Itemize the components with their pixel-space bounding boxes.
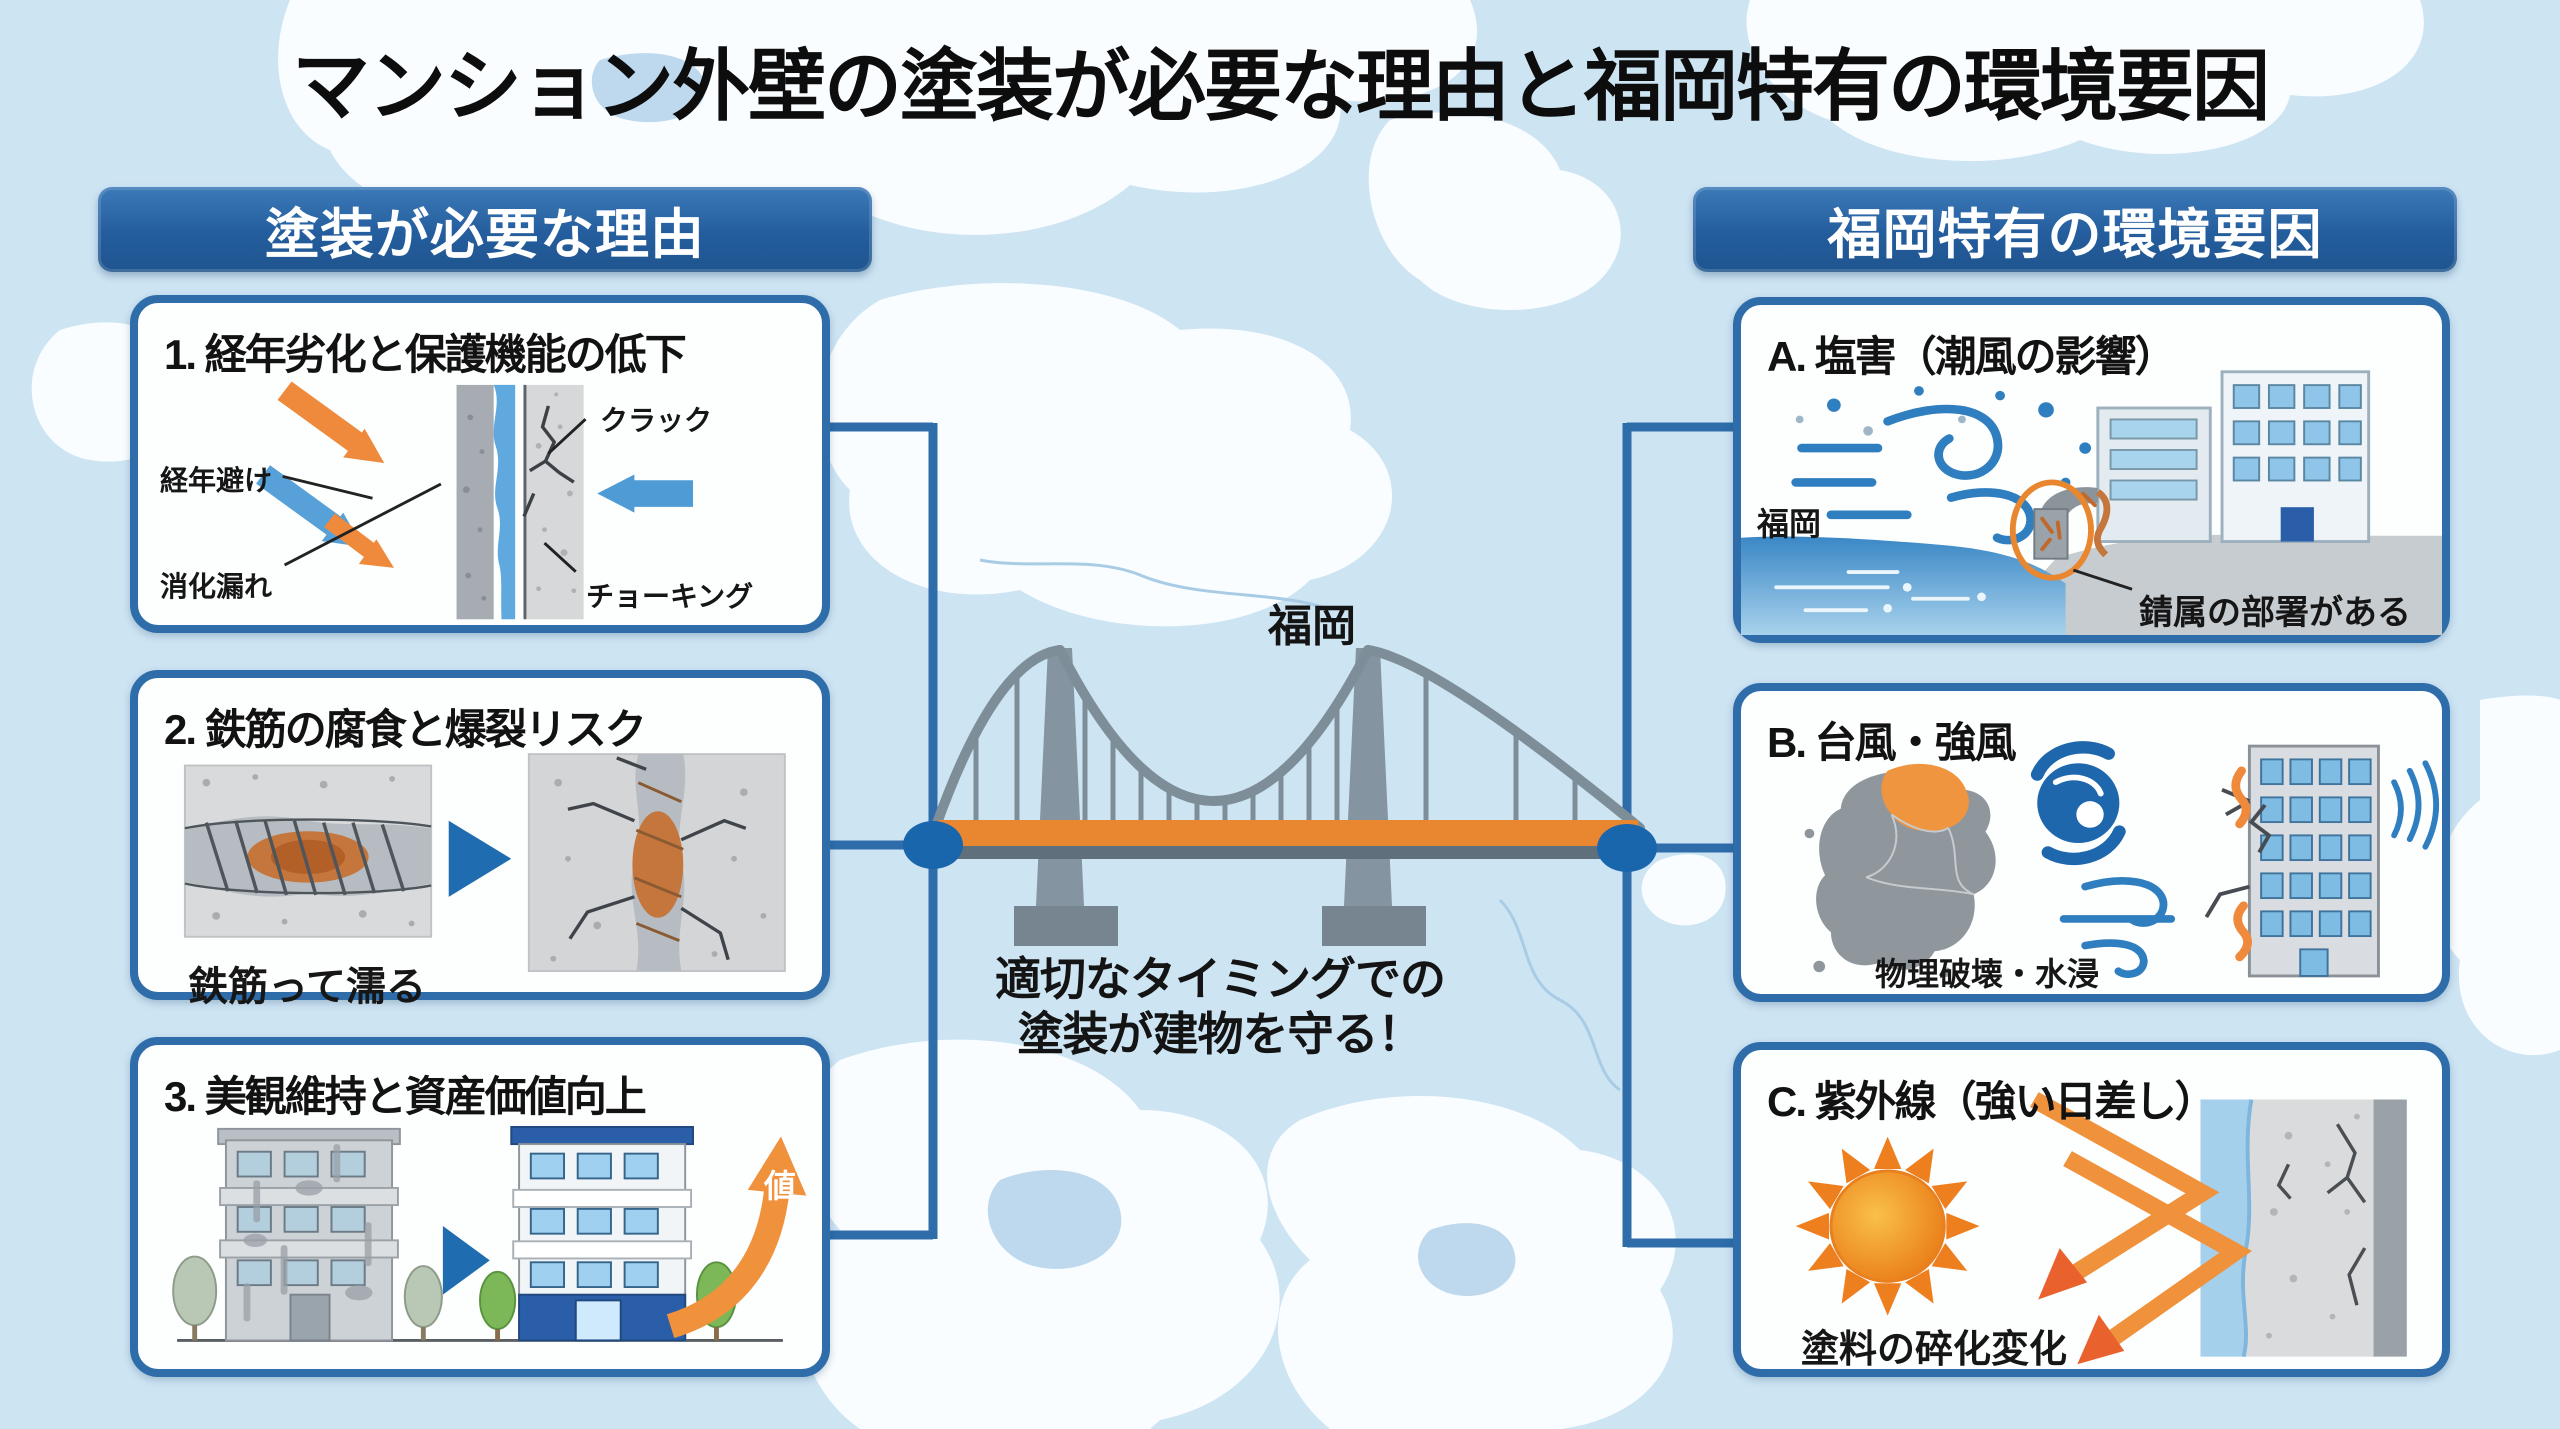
rebar-corrosion-illustration	[183, 753, 786, 973]
burst-crack-lines	[567, 756, 747, 961]
box1-label-aging: 経年避け	[160, 465, 273, 496]
center-message: 適切なタイミングでの 塗装が建物を守る！	[900, 952, 1540, 1062]
boxC-title: C. 紫外線（強い日差し）	[1767, 1078, 2217, 1125]
typhoon-illustration	[1804, 741, 2440, 978]
reason-box-3-value: 3. 美観維持と資産価値向上	[130, 1037, 830, 1377]
sun-icon	[1795, 1136, 1980, 1316]
bridge-hangers	[973, 674, 1578, 822]
wind-lines-icon	[2059, 877, 2176, 978]
box2-title: 2. 鉄筋の腐食と爆裂リスク	[164, 706, 647, 753]
boxA-title: A. 塩害（潮風の影響）	[1767, 333, 2177, 380]
map-coastlines	[979, 558, 1621, 1092]
wall-cross-section-illustration	[256, 381, 694, 620]
vibration-lines	[2391, 760, 2440, 850]
kyushu-map-icon	[1804, 763, 1996, 977]
label-pointer-lines	[282, 418, 587, 573]
weather-arrows	[256, 381, 694, 568]
stain-marks	[243, 1144, 373, 1322]
debris-marks	[2231, 766, 2252, 962]
fukuoka-region	[1881, 763, 1969, 832]
box3-value-label: 値	[764, 1168, 797, 1204]
boxB-title: B. 台風・強風	[1767, 719, 2017, 766]
corroded-rebar-image	[183, 764, 433, 938]
progress-arrow-icon	[442, 1226, 490, 1295]
page-title: マンション外壁の塗装が必要な理由と福岡特有の環境要因	[291, 42, 2270, 130]
box1-label-leak: 消化漏れ	[160, 571, 273, 602]
bridge-deck	[938, 820, 1638, 846]
box2-caption: 鉄筋って濡る	[188, 965, 426, 1009]
renovated-building	[479, 1126, 737, 1342]
center-message-line1: 適切なタイミングでの	[995, 953, 1446, 1005]
progress-arrow-icon	[448, 820, 512, 897]
coastal-buildings	[2096, 370, 2371, 543]
cracked-concrete-image	[527, 753, 786, 973]
connector-nodes	[903, 821, 1657, 872]
typhoon-icon	[2030, 741, 2126, 866]
box1-title: 1. 経年劣化と保護機能の低下	[164, 331, 687, 378]
bridge-city-label: 福岡	[1268, 602, 1356, 651]
wall-layers	[456, 384, 584, 620]
box3-title: 3. 美観維持と資産価値向上	[164, 1073, 647, 1120]
left-section-header: 塗装が必要な理由	[98, 187, 872, 272]
shore	[1985, 534, 2442, 635]
damaged-building	[2204, 744, 2440, 978]
factor-box-a-salt: A. 塩害（潮風の影響）	[1733, 297, 2450, 643]
sea-foam	[1774, 570, 1986, 613]
uv-illustration	[1795, 1092, 2407, 1365]
old-building	[172, 1127, 443, 1342]
boxC-caption: 塗料の碎化変化	[1801, 1329, 2068, 1371]
salt-damage-illustration	[1741, 370, 2442, 635]
building-value-illustration	[172, 1126, 807, 1342]
reason-box-1-aging: 1. 経年劣化と保護機能の低下	[130, 295, 830, 633]
highlight-circle	[2009, 479, 2094, 581]
bridge-illustration	[931, 645, 1645, 946]
center-message-line2: 塗装が建物を守る！	[1017, 1008, 1424, 1061]
wall-cracks	[2276, 1123, 2367, 1306]
boxA-caption: 錆属の部署がある	[2139, 594, 2411, 632]
boxB-caption: 物理破壊・水浸	[1875, 956, 2100, 992]
factor-box-b-typhoon: B. 台風・強風	[1733, 683, 2450, 1002]
bridge-cables	[931, 645, 1645, 833]
box1-label-chalking: チョーキング	[586, 581, 754, 612]
map-water-patches	[591, 53, 1516, 1297]
boxA-region-label: 福岡	[1757, 506, 1822, 542]
wall-section	[2200, 1099, 2407, 1358]
box1-label-crack: クラック	[600, 405, 713, 436]
crack-lines	[522, 405, 575, 518]
rusted-pipe	[2009, 479, 2133, 591]
right-section-header: 福岡特有の環境要因	[1693, 187, 2457, 272]
factor-box-c-uv: C. 紫外線（強い日差し）	[1733, 1042, 2450, 1377]
value-up-arrow	[666, 1136, 807, 1338]
reason-box-2-rebar: 2. 鉄筋の腐食と爆裂リスク	[130, 670, 830, 1009]
